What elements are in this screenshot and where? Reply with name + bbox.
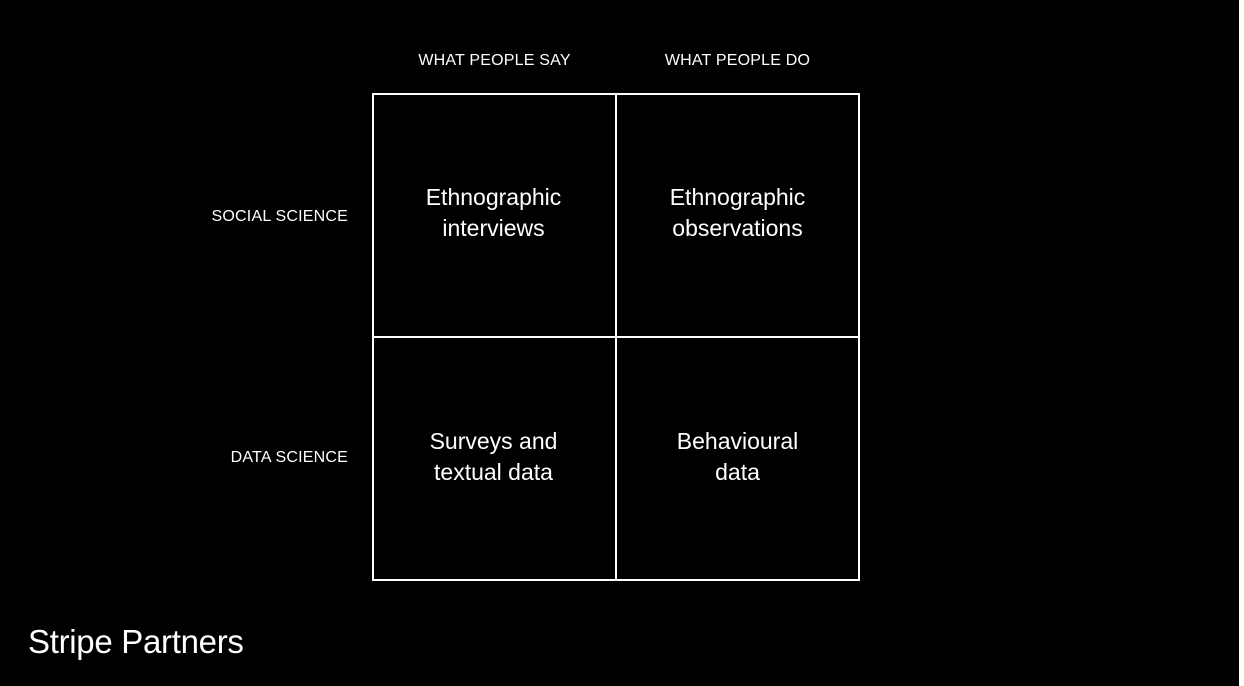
grid-horizontal-divider xyxy=(372,336,860,338)
quadrant-text-line: Ethnographic xyxy=(669,183,806,210)
quadrant-behavioural-data: Behavioural data xyxy=(616,337,859,580)
quadrant-text-line: textual data xyxy=(434,458,553,485)
brand-logo-text: Stripe Partners xyxy=(28,623,244,660)
quadrant-text-line: observations xyxy=(672,214,803,241)
quadrant-grid: Ethnographic interviews Ethnographic obs… xyxy=(372,93,860,581)
quadrant-text-line: data xyxy=(715,458,760,485)
quadrant-text-line: Surveys and xyxy=(429,427,558,454)
row-label-social-science: SOCIAL SCIENCE xyxy=(211,208,348,225)
quadrant-surveys-and-textual-data: Surveys and textual data xyxy=(372,337,615,580)
quadrant-ethnographic-interviews: Ethnographic interviews xyxy=(372,93,615,336)
quadrant-text-line: interviews xyxy=(442,214,545,241)
column-label-what-people-do: WHAT PEOPLE DO xyxy=(664,52,811,69)
quadrant-text-line: Ethnographic xyxy=(425,183,562,210)
row-label-data-science: DATA SCIENCE xyxy=(230,449,348,466)
quadrant-ethnographic-observations: Ethnographic observations xyxy=(616,93,859,336)
column-label-what-people-say: WHAT PEOPLE SAY xyxy=(418,52,571,69)
quadrant-text-line: Behavioural xyxy=(676,427,799,454)
